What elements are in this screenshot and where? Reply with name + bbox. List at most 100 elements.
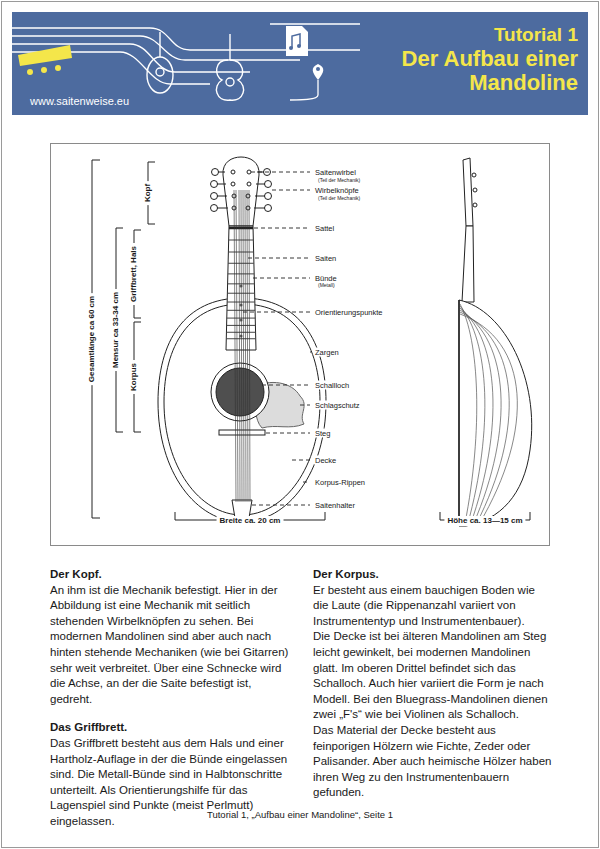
header-band-part xyxy=(12,12,588,115)
body-text: Die Decke ist bei älteren Mandolinen am … xyxy=(313,629,553,723)
tuner-buttons-part xyxy=(265,193,272,200)
header-headstock-part xyxy=(55,65,61,71)
leader-lines-part xyxy=(300,405,310,406)
mandolin-side-part xyxy=(473,188,477,192)
header-band xyxy=(12,12,588,115)
text-column: Der Korpus.Er besteht aus einem bauchige… xyxy=(313,567,553,801)
header-pin-icon-part xyxy=(290,80,318,100)
section-heading: Der Korpus. xyxy=(313,567,553,583)
bowl-ribs xyxy=(460,304,517,524)
header-pin-icon xyxy=(290,64,323,100)
header-strings-part xyxy=(270,23,360,24)
strings-part xyxy=(239,190,240,502)
fret xyxy=(227,310,255,311)
part-label: Wirbelknöpfe xyxy=(314,186,360,195)
text-column: Der Kopf.An ihm ist die Mechanik befesti… xyxy=(50,567,290,843)
header-guitar-icon-part xyxy=(216,60,243,100)
strings-part xyxy=(243,190,244,502)
tuner-posts-part xyxy=(246,206,250,210)
header-pin-icon-part xyxy=(316,67,320,71)
part-label: Saitenwirbel xyxy=(314,168,357,177)
fret xyxy=(226,332,255,333)
bowl-rib xyxy=(460,312,509,524)
bowl-rib xyxy=(460,314,517,524)
leader-lines-part xyxy=(292,460,310,461)
leader-lines-part xyxy=(253,278,310,279)
dimension-label: Höhe ca. 13—15 cm xyxy=(444,516,525,526)
header-headstock xyxy=(18,45,72,75)
leader-lines-part xyxy=(248,258,310,259)
body-text: Das Material der Decke besteht aus feinp… xyxy=(313,723,553,801)
position-dots-part xyxy=(239,303,242,306)
part-label: Steg xyxy=(314,429,331,438)
header-sheet-icon-part xyxy=(286,26,308,56)
header-mandolin-icon-part xyxy=(159,32,160,57)
tuner-buttons-part xyxy=(211,193,218,200)
header-guitar-icon-part xyxy=(229,34,230,60)
dimension-label: Griffbrett, Hals xyxy=(129,243,139,305)
diagram-frame xyxy=(51,144,550,546)
part-sublabel: (Teil der Mechanik) xyxy=(318,195,360,201)
position-dots-part xyxy=(239,284,242,287)
mandolin-side xyxy=(459,158,532,526)
leader-lines-part xyxy=(251,172,310,173)
dimension-label: Breite ca. 20 cm xyxy=(217,516,284,526)
position-dots xyxy=(239,284,242,337)
tuner-posts-part xyxy=(231,170,235,174)
header-band: Tutorial 1Der Aufbau einer Mandoline www.… xyxy=(12,12,588,115)
header-strings-part xyxy=(12,44,250,72)
leader-lines-part xyxy=(262,385,310,386)
header-mandolin-icon-part xyxy=(147,57,173,93)
mandolin-side-part xyxy=(473,203,477,207)
position-dots-part xyxy=(239,334,242,337)
strings xyxy=(234,190,250,502)
strings-part xyxy=(236,190,238,502)
dimension-label: Kopf xyxy=(143,181,153,205)
side-top xyxy=(458,300,460,526)
mandolin-side-part xyxy=(472,173,476,177)
header-guitar-icon xyxy=(216,34,243,100)
bowl-rib xyxy=(460,304,477,524)
position-dots-part xyxy=(239,318,242,321)
strings-part xyxy=(249,190,250,502)
leader-lines-part xyxy=(303,482,310,483)
header-headstock-part xyxy=(27,69,33,75)
tuner-buttons-part xyxy=(265,181,272,188)
header-sheet-icon-part xyxy=(289,46,293,50)
strings-part xyxy=(245,190,246,502)
body-text: Er besteht aus einem bauchigen Boden wie… xyxy=(313,583,553,630)
part-label: Zargen xyxy=(314,348,340,357)
side-head xyxy=(463,158,473,226)
side-bowl xyxy=(459,300,532,526)
section-heading: Das Griffbrett. xyxy=(50,720,290,736)
leader-lines-part xyxy=(243,312,310,313)
website-url: www.saitenweise.eu xyxy=(30,95,129,107)
tuner-buttons-part xyxy=(265,205,272,212)
header-headstock-part xyxy=(18,45,72,66)
strings-part xyxy=(234,190,236,502)
tutorial-number: Tutorial 1 xyxy=(494,24,578,46)
page-title: Der Aufbau einer Mandoline xyxy=(363,47,578,95)
part-label: Saiten xyxy=(314,254,337,263)
header-mandolin-icon-part xyxy=(156,68,164,76)
header-headstock-part xyxy=(41,67,47,73)
fret xyxy=(226,338,255,339)
part-sublabel: (Metall) xyxy=(318,282,335,288)
leader-lines-part xyxy=(254,228,310,229)
tuner-posts-part xyxy=(247,182,251,186)
part-label: Korpus-Rippen xyxy=(314,478,366,487)
body-text: An ihm ist die Mechanik befestigt. Hier … xyxy=(50,583,290,708)
strings-part xyxy=(247,190,248,502)
leader-lines-part xyxy=(252,505,310,506)
fret xyxy=(227,302,255,303)
header-guitar-icon-part xyxy=(226,78,234,86)
fret xyxy=(227,293,254,294)
mandolin-front xyxy=(158,157,326,522)
leader-lines-part xyxy=(266,433,310,434)
part-label: Sattel xyxy=(314,224,335,233)
part-sublabel: (Teil der Mechanik) xyxy=(318,177,360,183)
tuner-buttons-part xyxy=(211,205,218,212)
dimension-label: Korpus xyxy=(129,360,139,394)
